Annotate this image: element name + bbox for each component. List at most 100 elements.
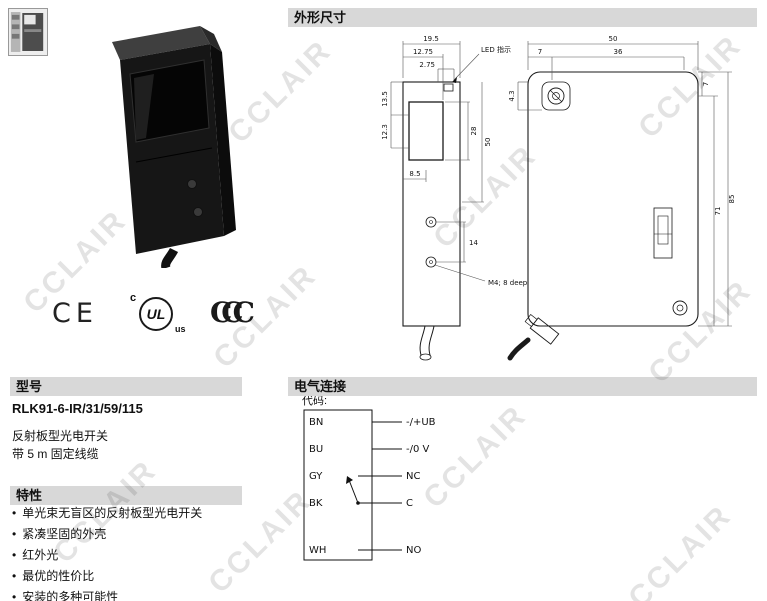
dim-front-offset: 7 xyxy=(538,48,542,56)
sensor-top-edge xyxy=(200,26,222,52)
model-description-1: 反射板型光电开关 xyxy=(12,429,109,443)
clip-inner xyxy=(657,215,669,245)
feature-item: • 紧凑坚固的外壳 xyxy=(12,527,272,541)
contact-arm xyxy=(348,479,359,504)
sensor-cable xyxy=(161,247,179,270)
product-photo xyxy=(90,16,258,270)
thread-note: M4; 8 deep xyxy=(488,279,528,287)
terminal-signal: NC xyxy=(406,471,420,482)
hole-center xyxy=(429,260,433,264)
dim-depth-total: 50 xyxy=(609,35,618,43)
cable-gland xyxy=(524,314,560,345)
terminal-code: WH xyxy=(309,545,326,556)
electrical-diagram: BN BU GY BK WH -/+UB -/0 V NC C NO xyxy=(303,409,436,561)
bullet-icon: • xyxy=(12,527,17,541)
led-indicator-outline xyxy=(443,83,454,92)
certifications-row: CE c UL us CCC xyxy=(30,292,270,342)
corner-hole xyxy=(672,300,688,316)
ce-mark: CE xyxy=(52,298,98,329)
side-cable xyxy=(507,337,531,361)
dim-window-height: 28 xyxy=(470,127,478,136)
cable-line xyxy=(428,325,435,356)
contact-arrow xyxy=(346,476,353,484)
front-view-dimension-lines xyxy=(390,41,486,282)
section-header-electrical: 电气连接 xyxy=(288,377,757,396)
lens-gloss xyxy=(134,74,154,140)
feature-item: • 单光束无盲区的反射板型光电开关 xyxy=(12,506,272,520)
dim-side-mid: 12.3 xyxy=(381,124,389,140)
feature-text: 单光束无盲区的反射板型光电开关 xyxy=(22,506,203,520)
bullet-icon: • xyxy=(12,548,17,562)
sensor-side-face xyxy=(210,44,236,236)
dim-width-window: 12.75 xyxy=(413,48,433,56)
terminal-code: BU xyxy=(309,444,323,455)
ul-c-label: c xyxy=(130,292,137,304)
watermark-text: CCLAIR xyxy=(622,498,739,601)
lens-window-outline xyxy=(408,101,444,161)
feature-item: •最优的性价比 xyxy=(12,569,272,583)
wiring-lines xyxy=(303,409,402,561)
dim-window-bottom: 8.5 xyxy=(409,170,420,178)
ul-us-label: us xyxy=(175,324,186,334)
dim-top-edge: 7 xyxy=(702,82,710,86)
dim-height-total: 85 xyxy=(728,195,736,204)
terminal-signal: -/0 V xyxy=(406,444,430,455)
product-thumbnail-icon xyxy=(10,12,44,52)
feature-item: • 安装的多种可能性 xyxy=(12,590,272,601)
hole-center xyxy=(552,92,560,100)
dim-body-height-ref: 50 xyxy=(484,138,492,147)
hole-center xyxy=(429,220,433,224)
model-number: RLK91-6-IR/31/59/115 xyxy=(12,401,143,416)
mounting-hole xyxy=(547,87,565,105)
connection-box xyxy=(303,409,373,561)
dimension-drawing: 19.5 12.75 2.75 LED 指示 13.5 12.3 28 50 8… xyxy=(381,35,736,361)
terminal-code: BN xyxy=(309,417,323,428)
ccc-mark: CCC xyxy=(210,296,255,329)
side-view-outline xyxy=(507,71,699,361)
feature-text: 最优的性价比 xyxy=(22,569,95,583)
hole-center xyxy=(676,304,684,312)
side-view-dimension-lines xyxy=(517,41,732,327)
dim-side-top: 13.5 xyxy=(381,91,389,107)
dim-corner: 4.3 xyxy=(508,90,516,101)
feature-text: 安装的多种可能性 xyxy=(22,590,119,601)
front-body-outline xyxy=(402,81,461,327)
dim-height-holes: 71 xyxy=(714,207,722,216)
dim-width-total: 19.5 xyxy=(423,35,439,43)
ul-mark: c UL us xyxy=(130,292,190,342)
feature-item: • 红外光 xyxy=(12,548,272,562)
mounting-hole-top xyxy=(425,216,437,228)
product-thumbnail xyxy=(8,8,48,56)
features-list: •单光束无盲区的反射板型光电开关 •紧凑坚固的外壳 •红外光 •最优的性价比 •… xyxy=(12,506,272,601)
housing-seam xyxy=(135,147,213,163)
led-indicator-label: LED 指示 xyxy=(481,45,511,54)
section-header-model: 型号 xyxy=(10,377,242,396)
screw-slot xyxy=(549,89,563,103)
sensor-photo-illustration xyxy=(112,26,236,270)
mounting-boss xyxy=(541,81,571,111)
feature-text: 紧凑坚固的外壳 xyxy=(22,527,107,541)
led-leader-arrow xyxy=(452,77,457,83)
terminal-code: GY xyxy=(309,471,323,482)
dim-depth-inner: 36 xyxy=(614,48,623,56)
bullet-icon: • xyxy=(12,590,17,601)
bullet-icon: • xyxy=(12,506,17,520)
section-header-features: 特性 xyxy=(10,486,242,505)
dim-led-offset: 2.75 xyxy=(419,61,435,69)
terminal-signal: NO xyxy=(406,545,421,556)
cable-end xyxy=(419,353,432,361)
section-header-dimensions: 外形尺寸 xyxy=(288,8,757,27)
model-description-2: 带 5 m 固定线缆 xyxy=(12,447,99,461)
screw-dot xyxy=(187,179,197,189)
side-body-outline xyxy=(527,71,699,327)
screw-dot xyxy=(193,207,203,217)
feature-text: 红外光 xyxy=(22,548,59,562)
contact-pivot xyxy=(356,501,360,505)
terminal-code: BK xyxy=(309,498,323,509)
code-label: 代码: xyxy=(302,395,328,407)
ul-letters: UL xyxy=(146,306,166,322)
dim-hole-spacing: 14 xyxy=(469,239,478,247)
sensor-top-face xyxy=(112,26,210,60)
clip-outline xyxy=(653,207,673,259)
